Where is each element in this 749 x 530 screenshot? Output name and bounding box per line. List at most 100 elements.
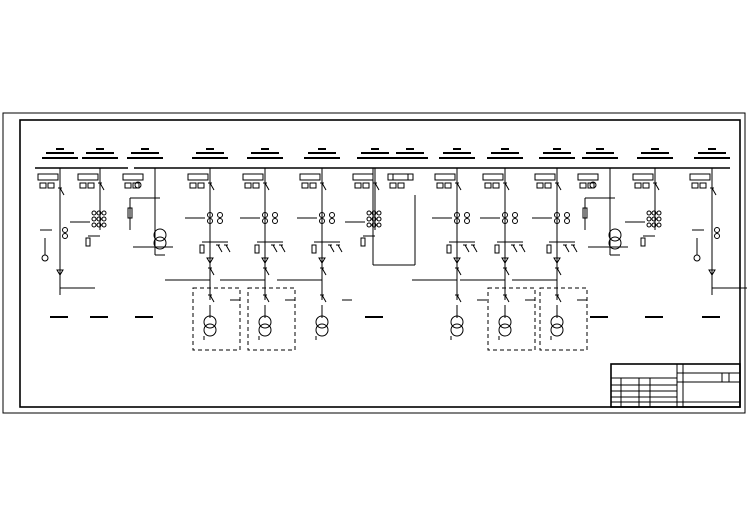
fuse-icon bbox=[640, 237, 646, 247]
arrester-icon bbox=[708, 269, 716, 276]
breaker-icon bbox=[504, 267, 510, 276]
switchgear-enclosure bbox=[192, 287, 241, 351]
panel-number-mark bbox=[261, 148, 269, 150]
panel-spec-mark bbox=[694, 157, 730, 159]
panel-spec-mark bbox=[192, 157, 228, 159]
panel-3-pt bbox=[122, 148, 173, 318]
breaker-icon bbox=[472, 244, 478, 253]
meter-icon bbox=[577, 173, 599, 181]
meter-icon bbox=[544, 182, 552, 189]
transformer-icon bbox=[315, 323, 329, 337]
meter-icon bbox=[492, 182, 500, 189]
breaker-icon bbox=[711, 187, 717, 196]
panel-spec-mark bbox=[637, 157, 673, 159]
transformer-icon bbox=[450, 315, 464, 329]
breaker-icon bbox=[209, 294, 215, 303]
meter-icon bbox=[252, 182, 260, 189]
fuse-icon bbox=[494, 244, 500, 254]
meter-icon bbox=[124, 182, 132, 189]
current-transformer-icon bbox=[464, 218, 470, 224]
current-transformer-icon bbox=[371, 216, 377, 222]
transformer-icon bbox=[153, 236, 167, 250]
current-transformer-icon bbox=[329, 218, 335, 224]
panel-number-mark bbox=[141, 148, 149, 150]
panel-7-ct-metering bbox=[345, 148, 393, 318]
meter-icon bbox=[634, 182, 642, 189]
meter-icon bbox=[642, 182, 650, 189]
panel-label-mark bbox=[361, 152, 389, 154]
transformer-icon bbox=[550, 323, 564, 337]
current-transformer-icon bbox=[91, 216, 97, 222]
panel-label-mark bbox=[443, 152, 471, 154]
meter-icon bbox=[387, 173, 409, 181]
panel-spec-mark bbox=[439, 157, 475, 159]
breaker-icon bbox=[321, 182, 327, 191]
breaker-icon bbox=[374, 182, 380, 191]
fuse-icon bbox=[360, 237, 366, 247]
current-transformer-icon bbox=[376, 222, 382, 228]
transformer-icon bbox=[258, 323, 272, 337]
meter-icon bbox=[434, 173, 456, 181]
meter-icon bbox=[37, 173, 59, 181]
fuse-icon bbox=[546, 244, 552, 254]
inner-frame bbox=[19, 119, 741, 408]
panel-6-feeder bbox=[277, 148, 352, 340]
fuse-icon bbox=[693, 254, 701, 262]
panel-number-mark bbox=[708, 148, 716, 150]
panel-footer-mark bbox=[645, 316, 663, 318]
current-transformer-icon bbox=[564, 218, 570, 224]
panel-1-incoming bbox=[37, 148, 95, 318]
panel-number-mark bbox=[96, 148, 104, 150]
breaker-icon bbox=[59, 187, 65, 196]
current-transformer-icon bbox=[651, 216, 657, 222]
panel-label-mark bbox=[396, 152, 424, 154]
current-transformer-icon bbox=[512, 212, 518, 218]
current-transformer-icon bbox=[564, 212, 570, 218]
panel-label-mark bbox=[491, 152, 519, 154]
current-transformer-icon bbox=[651, 222, 657, 228]
panel-footer-mark bbox=[365, 316, 383, 318]
meter-icon bbox=[354, 182, 362, 189]
switchgear-enclosure bbox=[487, 287, 536, 351]
panel-number-mark bbox=[553, 148, 561, 150]
current-transformer-icon bbox=[656, 222, 662, 228]
meter-icon bbox=[482, 173, 504, 181]
current-transformer-icon bbox=[502, 212, 508, 218]
breaker-icon bbox=[572, 244, 578, 253]
current-transformer-icon bbox=[646, 216, 652, 222]
breaker-icon bbox=[321, 294, 327, 303]
breaker-icon bbox=[225, 244, 231, 253]
panel-9-feeder bbox=[412, 148, 487, 340]
fuse-icon bbox=[41, 254, 49, 262]
meter-icon bbox=[122, 173, 144, 181]
switchgear-enclosure bbox=[539, 287, 588, 351]
panel-8-bus-tie bbox=[372, 148, 428, 266]
breaker-icon bbox=[337, 244, 343, 253]
transformer-icon bbox=[498, 315, 512, 329]
switchgear-enclosure bbox=[247, 287, 296, 351]
fuse-icon bbox=[85, 237, 91, 247]
panel-number-mark bbox=[318, 148, 326, 150]
current-transformer-icon bbox=[262, 218, 268, 224]
meter-icon bbox=[362, 182, 370, 189]
current-transformer-icon bbox=[91, 210, 97, 216]
panel-spec-mark bbox=[487, 157, 523, 159]
meter-icon bbox=[197, 182, 205, 189]
transformer-icon bbox=[203, 315, 217, 329]
fuse-icon bbox=[311, 244, 317, 254]
transformer-icon bbox=[258, 315, 272, 329]
meter-icon bbox=[579, 182, 587, 189]
breaker-icon bbox=[504, 182, 510, 191]
panel-spec-mark bbox=[304, 157, 340, 159]
panel-13-ct-metering bbox=[625, 148, 673, 318]
current-transformer-icon bbox=[651, 210, 657, 216]
current-transformer-icon bbox=[329, 212, 335, 218]
panel-spec-mark bbox=[247, 157, 283, 159]
current-transformer-icon bbox=[714, 227, 720, 233]
current-transformer-icon bbox=[376, 210, 382, 216]
transformer-icon bbox=[498, 323, 512, 337]
meter-icon bbox=[242, 173, 264, 181]
breaker-icon bbox=[520, 244, 526, 253]
breaker-icon bbox=[264, 294, 270, 303]
